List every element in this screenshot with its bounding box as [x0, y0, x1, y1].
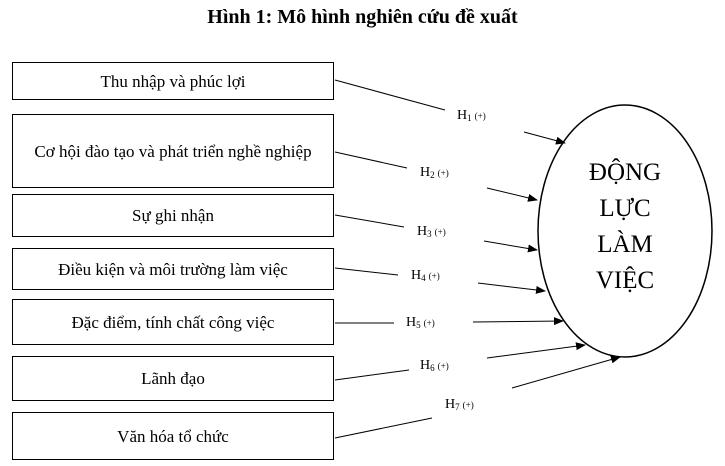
connector-h7 [334, 417, 433, 439]
arrow-h7 [511, 355, 621, 389]
factor-box-income: Thu nhập và phúc lợi [12, 62, 334, 100]
arrow-h4 [477, 282, 546, 294]
outcome-line: VIỆC [595, 267, 655, 294]
outcome-ellipse [537, 104, 713, 358]
factor-box-job-characteristics: Đặc điểm, tính chất công việc [12, 299, 334, 345]
factor-box-training: Cơ hội đào tạo và phát triển nghề nghiệp [12, 114, 334, 188]
h-number: 1 [467, 113, 472, 123]
outcome-line: LÀM [597, 231, 653, 258]
h-letter: H [406, 315, 417, 330]
hypothesis-label-h4: H4(+) [411, 268, 440, 284]
figure-title: Hình 1: Mô hình nghiên cứu đề xuất [207, 6, 518, 28]
factor-box-recognition: Sự ghi nhận [12, 194, 334, 237]
hypothesis-label-h2: H2(+) [420, 165, 449, 181]
h-letter: H [417, 224, 428, 239]
hypothesis-label-h7: H7(+) [445, 397, 474, 413]
h-number: 6 [430, 363, 435, 373]
outcome-line: LỰC [599, 195, 651, 222]
h-number: 4 [421, 273, 426, 283]
h-letter: H [420, 165, 431, 180]
arrow-h6 [486, 342, 586, 359]
h-number: 5 [416, 320, 421, 330]
h-sign: (+) [462, 400, 474, 410]
hypothesis-label-h6: H6(+) [420, 358, 449, 374]
connector-h1 [334, 79, 446, 111]
factor-box-culture: Văn hóa tổ chức [12, 412, 334, 460]
outcome-label: ĐỘNG LỰC LÀM VIỆC [560, 155, 690, 299]
h-number: 7 [455, 402, 460, 412]
h-letter: H [420, 358, 431, 373]
h-sign: (+) [423, 318, 435, 328]
h-letter: H [411, 268, 422, 283]
h-letter: H [445, 397, 456, 412]
connector-h6 [334, 369, 410, 381]
hypothesis-label-h5: H5(+) [406, 315, 435, 331]
hypothesis-label-h1: H1(+) [457, 108, 486, 124]
h-sign: (+) [437, 361, 449, 371]
h-letter: H [457, 108, 468, 123]
factor-box-environment: Điều kiện và môi trường làm việc [12, 248, 334, 290]
arrow-h2 [486, 187, 538, 202]
connector-h2 [334, 151, 408, 169]
arrow-h5 [472, 317, 564, 326]
h-sign: (+) [437, 168, 449, 178]
connector-h4 [334, 267, 399, 276]
h-sign: (+) [434, 227, 446, 237]
h-number: 3 [427, 229, 432, 239]
arrow-h3 [483, 240, 538, 253]
arrow-h1 [523, 131, 566, 145]
h-sign: (+) [474, 111, 486, 121]
hypothesis-label-h3: H3(+) [417, 224, 446, 240]
h-sign: (+) [428, 271, 440, 281]
connector-h3 [334, 214, 405, 228]
h-number: 2 [430, 170, 435, 180]
outcome-line: ĐỘNG [588, 159, 662, 186]
factor-box-leadership: Lãnh đạo [12, 356, 334, 401]
